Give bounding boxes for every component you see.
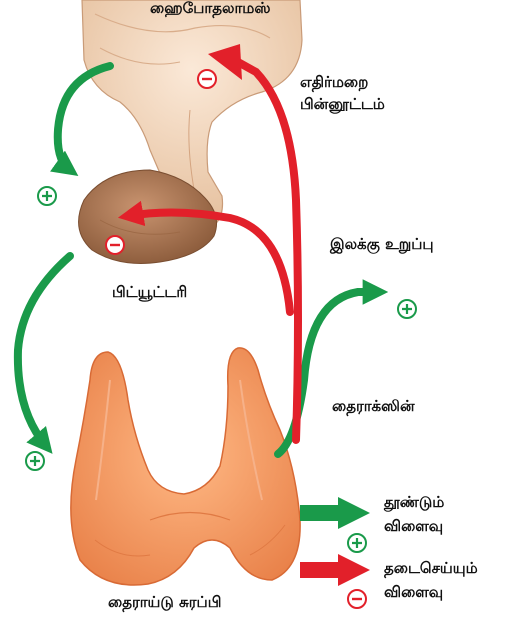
- legend-inhibition-arrow: [300, 554, 370, 586]
- stimulation-arrow-pituitary-to-thyroid: [18, 256, 70, 446]
- legend-inhibition-label-line2: விளைவு: [384, 582, 443, 602]
- plus-icon: [36, 185, 58, 207]
- legend-inhibition-label-line1: தடைசெய்யும்: [384, 558, 478, 578]
- legend-stimulation-arrow: [300, 497, 370, 529]
- legend-minus-icon: [346, 588, 368, 610]
- target-organ-label: இலக்கு உறுப்பு: [330, 234, 434, 254]
- plus-icon: [396, 298, 418, 320]
- minus-icon: [104, 234, 126, 256]
- thyroxin-label: தைராக்ஸின்: [332, 396, 415, 416]
- pituitary-label: பிட்யூட்டரி: [112, 282, 187, 302]
- thyroid-gland-label: தைராய்டு சுரப்பி: [108, 592, 221, 612]
- negative-feedback-label-line2: பின்னூட்டம்: [300, 94, 385, 114]
- legend-stimulation-label-line2: விளைவு: [384, 516, 443, 536]
- minus-icon: [196, 68, 218, 90]
- thyroid-illustration: [71, 348, 300, 585]
- negative-feedback-label-line1: எதிர்மறை: [300, 72, 368, 92]
- legend-stimulation-label-line1: தூண்டும்: [384, 492, 444, 512]
- plus-icon: [24, 450, 46, 472]
- hypothalamus-label: ஹைபோதலாமஸ்: [150, 0, 270, 18]
- legend-plus-icon: [346, 532, 368, 554]
